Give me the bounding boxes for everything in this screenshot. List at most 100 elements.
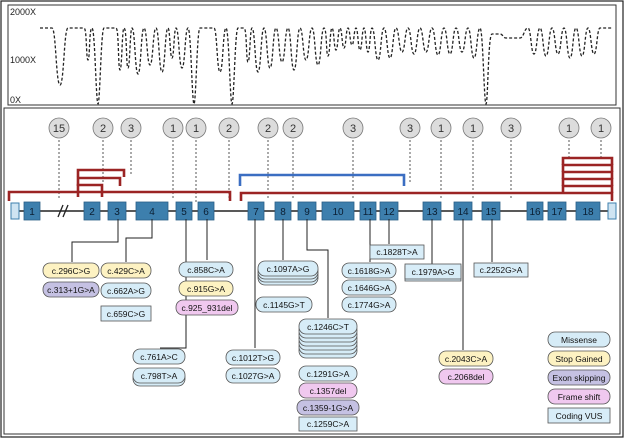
exon-label-2: 2: [89, 207, 95, 218]
pill-c313: [42, 281, 100, 298]
exon-box-17: [547, 201, 567, 221]
legend-swatch-frameshift: [547, 388, 611, 405]
count-circle: [48, 117, 70, 139]
exon-box-6: [197, 201, 215, 221]
count-label: 2: [265, 123, 271, 135]
variant-c798: c.798T>A: [141, 371, 178, 381]
exon-label-14: 14: [457, 207, 469, 218]
count-label: 2: [100, 123, 106, 135]
pill-c1774: [341, 296, 397, 313]
count-circle: [120, 117, 142, 139]
legend-swatch-vus: [547, 407, 611, 424]
exon-label-16: 16: [529, 207, 541, 218]
count-label: 3: [350, 123, 356, 135]
pill-c925: [175, 299, 239, 316]
exon-label-8: 8: [280, 207, 286, 218]
exon-box-16: [526, 201, 544, 221]
count-label: 2: [226, 123, 232, 135]
variant-labels: c.296C>G c.313+1G>A c.429C>A c.662A>G c.…: [42, 244, 529, 432]
variant-c313: c.313+1G>A: [47, 285, 95, 295]
bracket-blue: [238, 173, 406, 186]
count-label: 1: [470, 123, 476, 135]
count-label: 2: [290, 123, 296, 135]
y-tick-0: 0X: [10, 95, 21, 105]
count-circle: [558, 117, 580, 139]
count-label: 3: [407, 123, 413, 135]
bracket-red-short-5: [561, 156, 614, 165]
variant-c659: c.659C>G: [107, 309, 146, 319]
pill-c858: [178, 261, 234, 278]
legend-swatch-exon-skip: [547, 369, 611, 386]
variant-c1027: c.1027G>A: [232, 371, 275, 381]
variant-c2043: c.2043C>A: [445, 354, 488, 364]
pill-c662: [100, 282, 152, 299]
count-label: 1: [438, 123, 444, 135]
bracket-red-short-4: [561, 163, 614, 172]
legend-swatch-stop: [547, 350, 611, 367]
exon-label-12: 12: [383, 207, 395, 218]
coverage-line: [40, 27, 612, 105]
exon-label-11: 11: [363, 207, 374, 218]
variant-c1291: c.1291G>A: [307, 369, 350, 379]
exon-box-11: [359, 201, 377, 221]
count-label: 1: [193, 123, 199, 135]
bracket-red-2-3b: [76, 168, 126, 177]
exon-box-1: [23, 201, 41, 221]
pill-c1027: [225, 367, 281, 384]
pill-c1357: [298, 382, 358, 399]
count-circle: [92, 117, 114, 139]
variant-c761: c.761A>C: [140, 352, 178, 362]
pill-c1145: [255, 296, 313, 313]
count-label: 3: [508, 123, 514, 135]
pill-c2043: [438, 350, 494, 367]
exon-label-4: 4: [149, 207, 155, 218]
pill-c2068: [438, 368, 494, 385]
variant-c1359: c.1359-1G>A: [303, 403, 354, 413]
variant-c915: c.915G>A: [187, 284, 225, 294]
count-circle: [218, 117, 240, 139]
coverage-plot: 2000X 1000X 0X: [7, 4, 617, 106]
gene-panel-border: [3, 107, 621, 435]
bracket-red-short-2: [561, 177, 614, 186]
count-label: 3: [128, 123, 134, 135]
count-circle: [185, 117, 207, 139]
variant-c1012: c.1012T>G: [232, 353, 274, 363]
count-circle: [342, 117, 364, 139]
box-c659: [100, 305, 152, 322]
variant-c1246: c.1246C>T: [307, 322, 349, 332]
exon-label-6: 6: [203, 207, 209, 218]
pill-c1618: [341, 262, 397, 279]
exon-label-17: 17: [551, 207, 563, 218]
variant-c2252: c.2252G>A: [480, 265, 523, 275]
guide-lines: [58, 140, 602, 202]
variant-c858: c.858C>A: [187, 265, 225, 275]
variant-c1145: c.1145G>T: [263, 300, 305, 310]
count-circle: [430, 117, 452, 139]
box-c2252: [473, 262, 529, 278]
exon-label-10: 10: [332, 207, 344, 218]
coverage-frame: [7, 4, 617, 106]
legend-missense: Missense: [561, 335, 597, 345]
y-tick-1000: 1000X: [10, 55, 36, 65]
pill-c429: [100, 262, 152, 279]
bracket-red-long: [7, 190, 232, 201]
legend-stop: Stop Gained: [555, 354, 603, 364]
bracket-red-short-3: [561, 170, 614, 179]
pill-c1359: [296, 399, 360, 416]
pill-c1012: [225, 349, 281, 366]
count-circle: [590, 117, 612, 139]
count-circle: [399, 117, 421, 139]
exon-label-1: 1: [29, 207, 35, 218]
legend-exon-skip: Exon skipping: [553, 373, 606, 383]
count-circle: [462, 117, 484, 139]
variant-c1618: c.1618G>A: [348, 266, 391, 276]
variant-c1828: c.1828T>A: [376, 247, 418, 257]
count-label: 1: [598, 123, 604, 135]
utr-right: [607, 202, 617, 220]
count-circle: [282, 117, 304, 139]
exon-box-18: [575, 201, 601, 221]
legend: Missense Stop Gained Exon skipping Frame…: [547, 331, 611, 424]
